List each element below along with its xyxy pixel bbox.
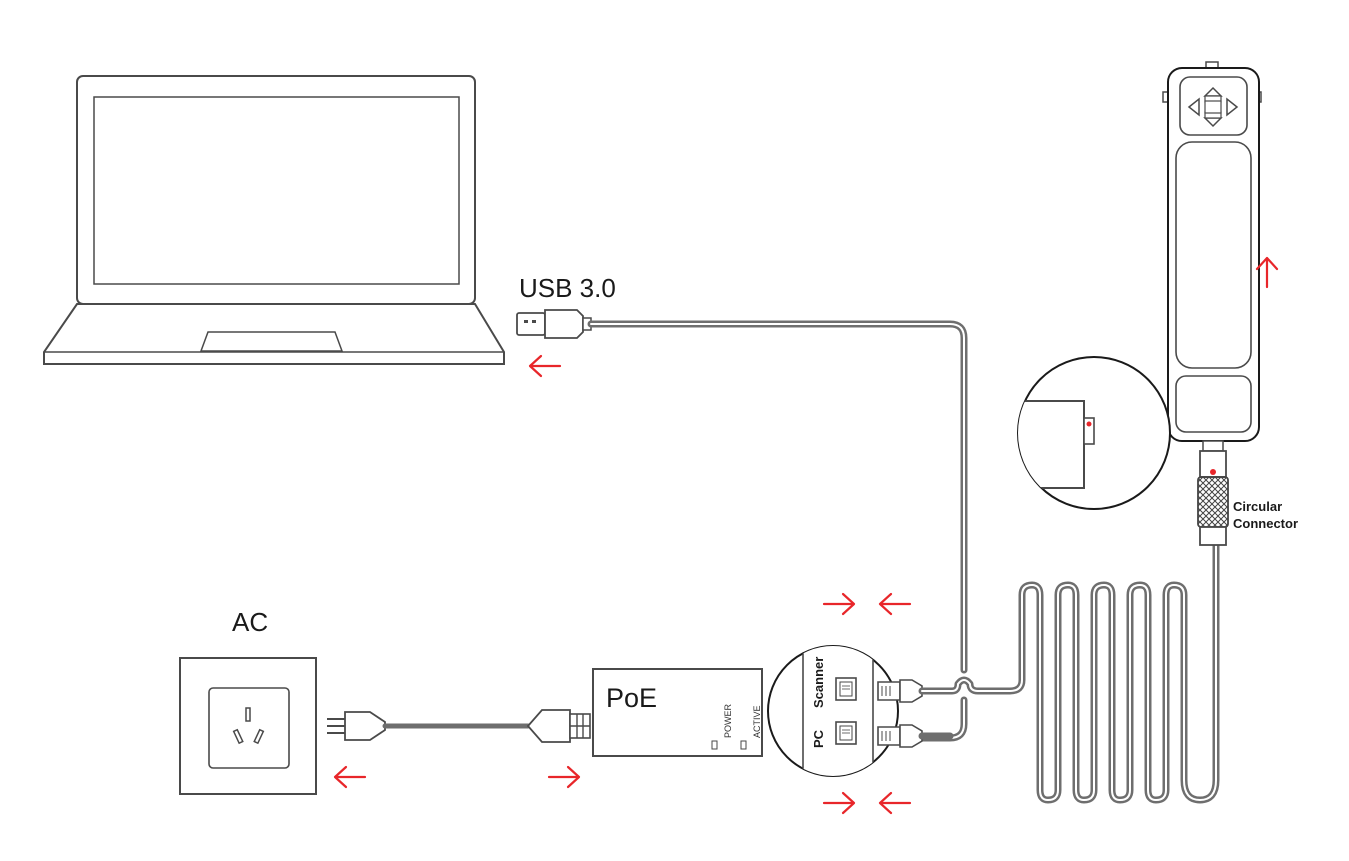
ac-outlet-icon xyxy=(179,657,317,795)
port-scanner-label: Scanner xyxy=(811,657,826,708)
usb-plug-icon xyxy=(516,309,592,339)
ac-label: AC xyxy=(232,607,268,637)
poe-indicator-leds: POWER ACTIVE xyxy=(711,703,762,750)
poe-injector-icon xyxy=(592,668,763,757)
direction-arrow-icon xyxy=(822,791,912,815)
rj45-plug-icon xyxy=(877,724,923,748)
direction-arrow-icon xyxy=(547,765,581,789)
circular-connector-icon xyxy=(1197,440,1229,546)
direction-arrow-icon xyxy=(822,592,912,616)
direction-arrow-icon xyxy=(1255,256,1279,289)
power-plug-icon xyxy=(327,711,386,741)
rj45-plug-icon xyxy=(877,679,923,703)
laptop-icon xyxy=(43,75,505,365)
connector-label-line2: Connector xyxy=(1233,516,1298,531)
dc-plug-icon xyxy=(526,709,591,743)
poe-active-label: ACTIVE xyxy=(752,705,762,738)
port-pc-label: PC xyxy=(811,729,826,748)
poe-power-label: POWER xyxy=(723,703,733,738)
usb-label: USB 3.0 xyxy=(519,273,616,303)
direction-arrow-icon xyxy=(528,354,562,378)
connector-label-line1: Circular xyxy=(1233,499,1282,514)
direction-arrow-icon xyxy=(333,765,367,789)
connector-detail-circle xyxy=(1017,356,1171,510)
handheld-scanner-icon xyxy=(1162,61,1262,442)
poe-label: PoE xyxy=(606,683,657,713)
scanner-cable xyxy=(918,541,1220,804)
ports-detail-circle xyxy=(767,645,899,777)
